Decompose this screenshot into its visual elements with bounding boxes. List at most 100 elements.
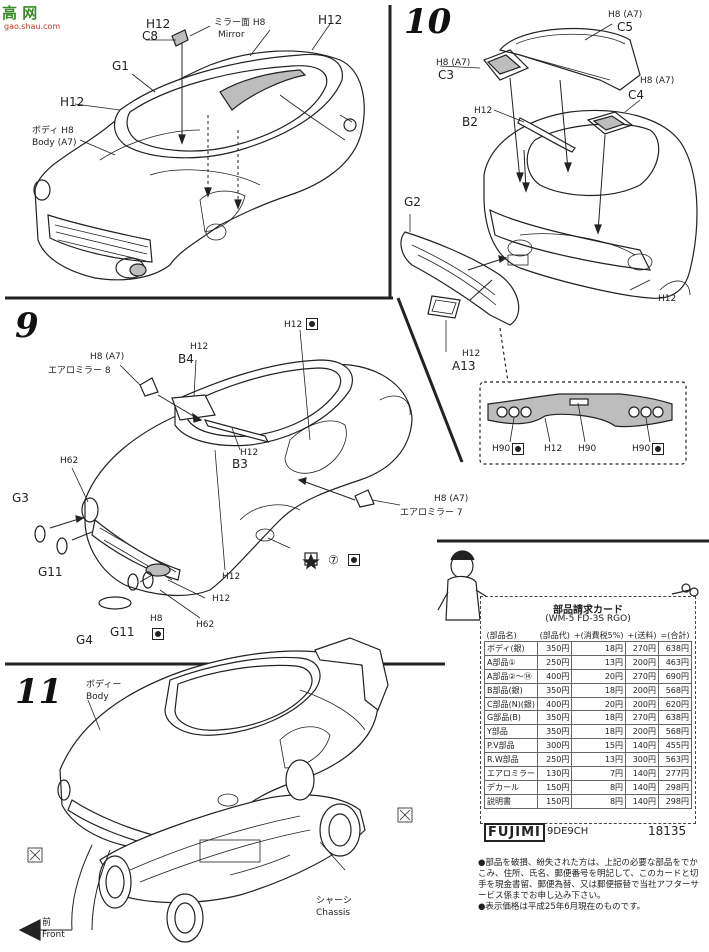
inset-paint-right xyxy=(652,443,664,455)
label-g2: G2 xyxy=(404,195,421,209)
table-cell: 18円 xyxy=(571,724,627,740)
label-g4: G4 xyxy=(76,633,93,647)
table-cell: ボディ(銀) xyxy=(483,641,539,656)
card-title: 部品請求カード xyxy=(553,605,623,616)
catalog-number: 18135 xyxy=(648,824,687,838)
table-cell: 568円 xyxy=(658,724,692,740)
table-cell: 400円 xyxy=(537,668,573,684)
header-total: =(合計) xyxy=(660,630,690,640)
table-cell: R.W部品 xyxy=(483,752,539,768)
label-h8a7-c5: H8 (A7) xyxy=(608,10,643,20)
card-subtitle: (WM-5 FD-3S RGO) xyxy=(545,614,631,624)
step10-rear-body xyxy=(400,27,698,326)
table-cell: 18円 xyxy=(571,710,627,726)
table-cell: 463円 xyxy=(658,654,692,670)
table-cell: 8円 xyxy=(571,793,627,809)
order-notes: ●部品を破損、紛失された方は、上記の必要な部品をでかこみ、住所、氏名、郵便番号を… xyxy=(478,858,702,913)
divider-right-diagonal xyxy=(396,297,464,463)
table-cell: 270円 xyxy=(625,668,659,684)
label-h12-a13: H12 xyxy=(462,349,481,359)
label-h12-b2: H12 xyxy=(474,106,493,116)
step9-body xyxy=(34,359,413,610)
label-h12-bumper: H12 xyxy=(212,594,231,604)
label-g11-bottom: G11 xyxy=(110,625,135,639)
table-cell: 298円 xyxy=(658,779,692,795)
table-cell: 200円 xyxy=(625,696,659,712)
label-body11-en: Body xyxy=(86,692,109,702)
table-cell: 200円 xyxy=(625,654,659,670)
table-cell: 140円 xyxy=(625,738,659,754)
header-price: (部品代) xyxy=(539,630,570,640)
label-a13: A13 xyxy=(452,359,476,373)
paint-side xyxy=(348,554,360,566)
step8-arrows xyxy=(74,23,353,210)
table-cell: G部品(B) xyxy=(483,710,539,726)
inset-paint-left xyxy=(512,443,524,455)
inset-label-h90-left: H90 xyxy=(492,444,511,454)
label-h8-g11: H8 xyxy=(150,614,163,624)
table-cell: 350円 xyxy=(537,682,573,698)
table-cell: 18円 xyxy=(571,682,627,698)
table-cell: 200円 xyxy=(625,724,659,740)
step11-arrows xyxy=(18,699,346,941)
label-g11-left: G11 xyxy=(38,565,63,579)
table-cell: Y部品 xyxy=(483,724,539,740)
inset-label-h90-right: H90 xyxy=(632,444,651,454)
table-cell: 300円 xyxy=(625,752,659,768)
label-h12-b4: H12 xyxy=(190,342,209,352)
header-part: (部品名) xyxy=(486,630,517,640)
step11-cut-markers xyxy=(27,807,413,863)
table-cell: 18円 xyxy=(571,641,627,656)
table-cell: 270円 xyxy=(625,641,659,656)
label-h12-b3: H12 xyxy=(240,448,259,458)
table-cell: 20円 xyxy=(571,696,627,712)
table-cell: 130円 xyxy=(537,766,573,781)
table-cell: B部品(銀) xyxy=(483,682,539,698)
label-h12-rear: H12 xyxy=(658,294,677,304)
step-number-10: 10 xyxy=(404,2,452,42)
mascot-figure xyxy=(437,550,493,621)
table-cell: 250円 xyxy=(537,752,573,768)
paint-g11 xyxy=(152,628,164,640)
star-paint-mark xyxy=(302,552,320,570)
table-cell: 350円 xyxy=(537,641,573,656)
step9-arrows xyxy=(49,329,401,619)
table-cell: 7円 xyxy=(571,766,627,781)
label-paint-7: ⑦ xyxy=(328,553,339,567)
label-h12-right: H12 xyxy=(318,13,343,27)
scissors-icon xyxy=(671,583,699,597)
label-h8a7-right: H8 (A7) xyxy=(434,494,469,504)
table-cell: 140円 xyxy=(625,793,659,809)
label-body11-jp: ボディー xyxy=(86,680,122,690)
watermark-url: gao.shau.com xyxy=(4,22,61,31)
step10-arrows xyxy=(409,23,651,352)
table-cell: A部品②〜⑭ xyxy=(483,668,539,684)
label-aero7: エアロミラー 7 xyxy=(400,508,463,518)
table-cell: 20円 xyxy=(571,668,627,684)
table-cell: 638円 xyxy=(658,710,692,726)
label-h62: H62 xyxy=(60,456,79,466)
label-mirror-en: Mirror xyxy=(218,30,245,40)
step-number-11: 11 xyxy=(15,672,63,712)
label-g3: G3 xyxy=(12,491,29,505)
table-cell: 620円 xyxy=(658,696,692,712)
table-cell: 350円 xyxy=(537,724,573,740)
table-cell: 400円 xyxy=(537,696,573,712)
table-cell: 150円 xyxy=(537,793,573,809)
table-cell: 200円 xyxy=(625,682,659,698)
label-chassis-jp: シャーシ xyxy=(316,896,352,906)
label-h8a7-c4: H8 (A7) xyxy=(640,76,675,86)
label-h12-side: H12 xyxy=(222,572,241,582)
product-code: 9DE9CH xyxy=(547,826,589,837)
table-cell: 13円 xyxy=(571,752,627,768)
label-b2: B2 xyxy=(462,115,478,129)
table-cell: 277円 xyxy=(658,766,692,781)
table-cell: 298円 xyxy=(658,793,692,809)
inset-label-h90-mid: H90 xyxy=(578,444,597,454)
label-h62-bumper: H62 xyxy=(196,620,215,630)
table-cell: P.V部品 xyxy=(483,738,539,754)
table-cell: 15円 xyxy=(571,738,627,754)
